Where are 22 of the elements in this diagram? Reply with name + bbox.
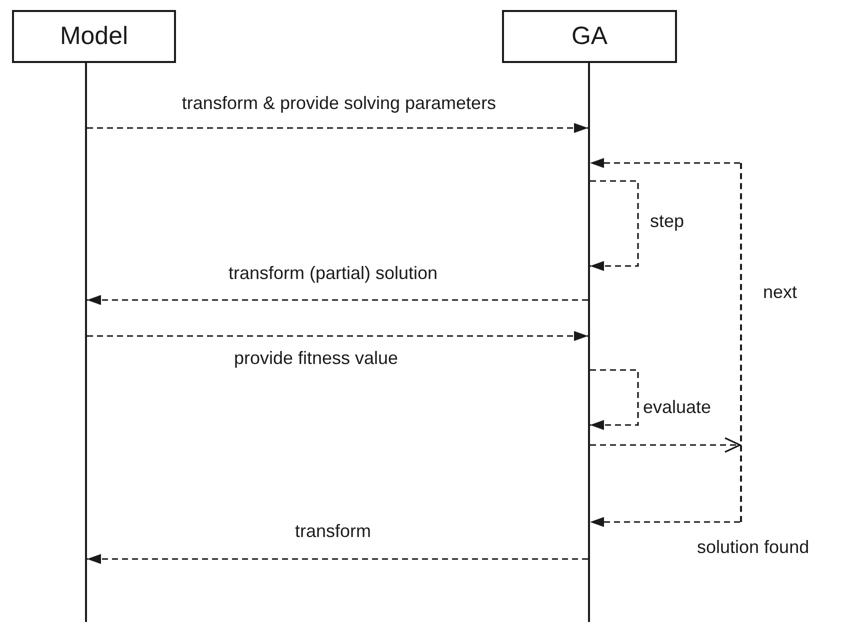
lifeline bbox=[85, 62, 87, 622]
message-arrow bbox=[87, 123, 588, 133]
message-arrow bbox=[87, 331, 588, 341]
message-arrow bbox=[590, 158, 740, 168]
message-arrow bbox=[87, 295, 588, 305]
message-arrow bbox=[590, 517, 740, 527]
edge-label: provide fitness value bbox=[234, 348, 398, 370]
edge-label: solution found bbox=[697, 537, 810, 559]
edge-label: transform (partial) solution bbox=[228, 263, 438, 285]
message-arrow bbox=[590, 180, 639, 271]
edge-label: transform bbox=[294, 521, 372, 543]
edge-label: evaluate bbox=[643, 397, 712, 419]
edge-label: transform & provide solving parameters bbox=[182, 93, 496, 115]
loop-line bbox=[740, 163, 742, 522]
participant-box: GA bbox=[502, 10, 677, 63]
lifeline bbox=[588, 62, 590, 622]
message-arrow bbox=[590, 369, 639, 430]
message-arrow bbox=[590, 437, 741, 453]
loop-label: next bbox=[763, 282, 798, 304]
message-arrow bbox=[87, 554, 588, 564]
edge-label: step bbox=[650, 211, 684, 233]
participant-box: Model bbox=[12, 10, 176, 63]
